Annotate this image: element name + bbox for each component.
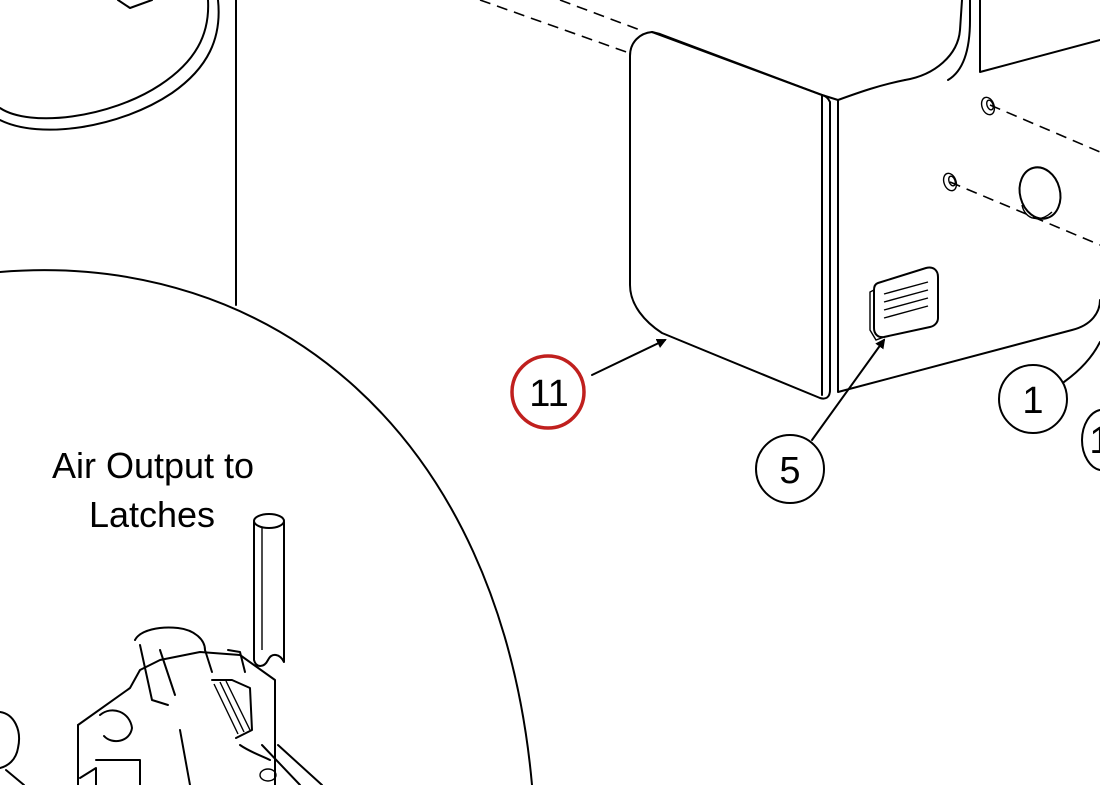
- callout-partial-right: 1: [1081, 409, 1100, 471]
- callout-5-label: 5: [779, 450, 800, 492]
- housing-top-left: [0, 0, 237, 306]
- leader-arrow-11: [591, 338, 667, 376]
- screw-hole-lower: [942, 172, 958, 192]
- round-port: [1018, 166, 1062, 220]
- air-output-tube: [253, 513, 285, 667]
- air-output-annotation: Air Output to Latches: [52, 445, 254, 535]
- detail-circle: [0, 269, 533, 785]
- valve-block: [77, 626, 323, 785]
- annotation-line-1: Air Output to: [52, 445, 254, 486]
- leader-line-1: [1063, 341, 1100, 383]
- side-cover-panel: [629, 31, 839, 400]
- callout-1[interactable]: 1: [998, 364, 1068, 434]
- leader-arrow-5: [811, 338, 886, 441]
- label-plate: [869, 266, 939, 341]
- screw-hole-upper: [980, 96, 996, 116]
- leader-arrows: [591, 338, 1100, 441]
- callout-11[interactable]: 11: [510, 354, 586, 430]
- callout-partial-bottom-left: [0, 711, 25, 785]
- callout-5[interactable]: 5: [755, 434, 825, 504]
- callout-1-label: 1: [1022, 380, 1043, 422]
- callout-11-label: 11: [529, 373, 568, 415]
- annotation-line-2: Latches: [89, 494, 215, 535]
- svg-text:1: 1: [1089, 420, 1100, 462]
